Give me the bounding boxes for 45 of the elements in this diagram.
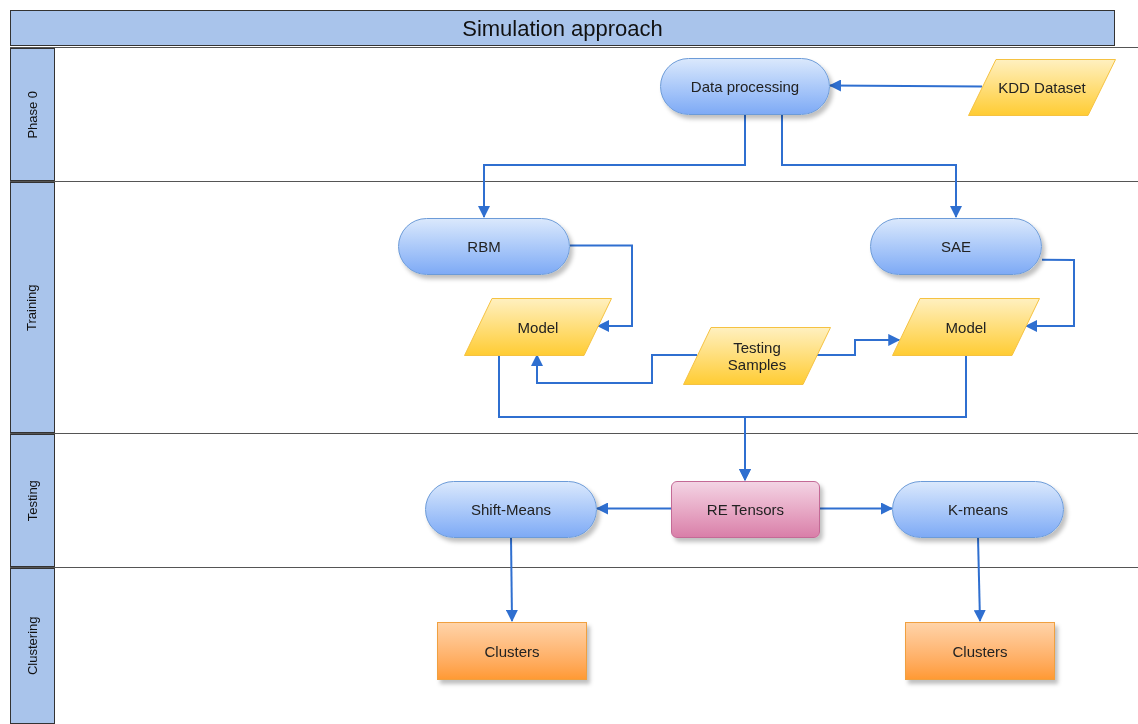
data-parallelogram bbox=[683, 327, 831, 385]
process-pill bbox=[660, 58, 830, 115]
arrow bbox=[973, 536, 986, 622]
arrow bbox=[505, 536, 518, 622]
node-text: Testing Samples bbox=[726, 339, 788, 373]
process-pill bbox=[892, 481, 1064, 538]
output-box bbox=[905, 622, 1055, 680]
node-text: Shift-Means bbox=[470, 501, 551, 518]
node-text: Clusters bbox=[484, 642, 540, 660]
node-text: Model bbox=[945, 318, 987, 336]
arrow bbox=[819, 502, 893, 515]
arrow bbox=[569, 244, 633, 332]
arrow bbox=[531, 354, 698, 384]
node-text: SAE bbox=[941, 238, 971, 255]
arrow bbox=[816, 333, 901, 356]
arrow bbox=[596, 502, 672, 515]
node-text: K-means bbox=[948, 501, 1008, 518]
arrow bbox=[829, 79, 983, 92]
node-text: RBM bbox=[467, 238, 501, 255]
process-box bbox=[671, 481, 820, 538]
data-parallelogram bbox=[464, 298, 612, 356]
lane-header: Testing bbox=[10, 434, 55, 567]
arrow bbox=[1025, 258, 1075, 332]
node-text: RE Tensors bbox=[706, 501, 785, 518]
lane-header: Training bbox=[10, 182, 55, 433]
arrow bbox=[739, 354, 967, 481]
node-text: Data processing bbox=[690, 78, 800, 95]
lane-header: Phase 0 bbox=[10, 48, 55, 181]
swimlane bbox=[10, 181, 1138, 433]
process-pill bbox=[425, 481, 597, 538]
data-parallelogram bbox=[892, 298, 1040, 356]
node-text: Clusters bbox=[952, 642, 1008, 660]
process-pill bbox=[870, 218, 1042, 275]
swimlane bbox=[10, 567, 1138, 724]
diagram-title: Simulation approach bbox=[10, 10, 1115, 46]
data-parallelogram bbox=[968, 59, 1116, 116]
arrow bbox=[478, 113, 746, 218]
lane-header: Clustering bbox=[10, 568, 55, 724]
swimlane bbox=[10, 47, 1138, 181]
output-box bbox=[437, 622, 587, 680]
node-text: Model bbox=[517, 318, 559, 336]
process-pill bbox=[398, 218, 570, 275]
node-text: KDD Dataset bbox=[998, 79, 1086, 96]
arrow bbox=[781, 113, 962, 218]
swimlane bbox=[10, 433, 1138, 567]
